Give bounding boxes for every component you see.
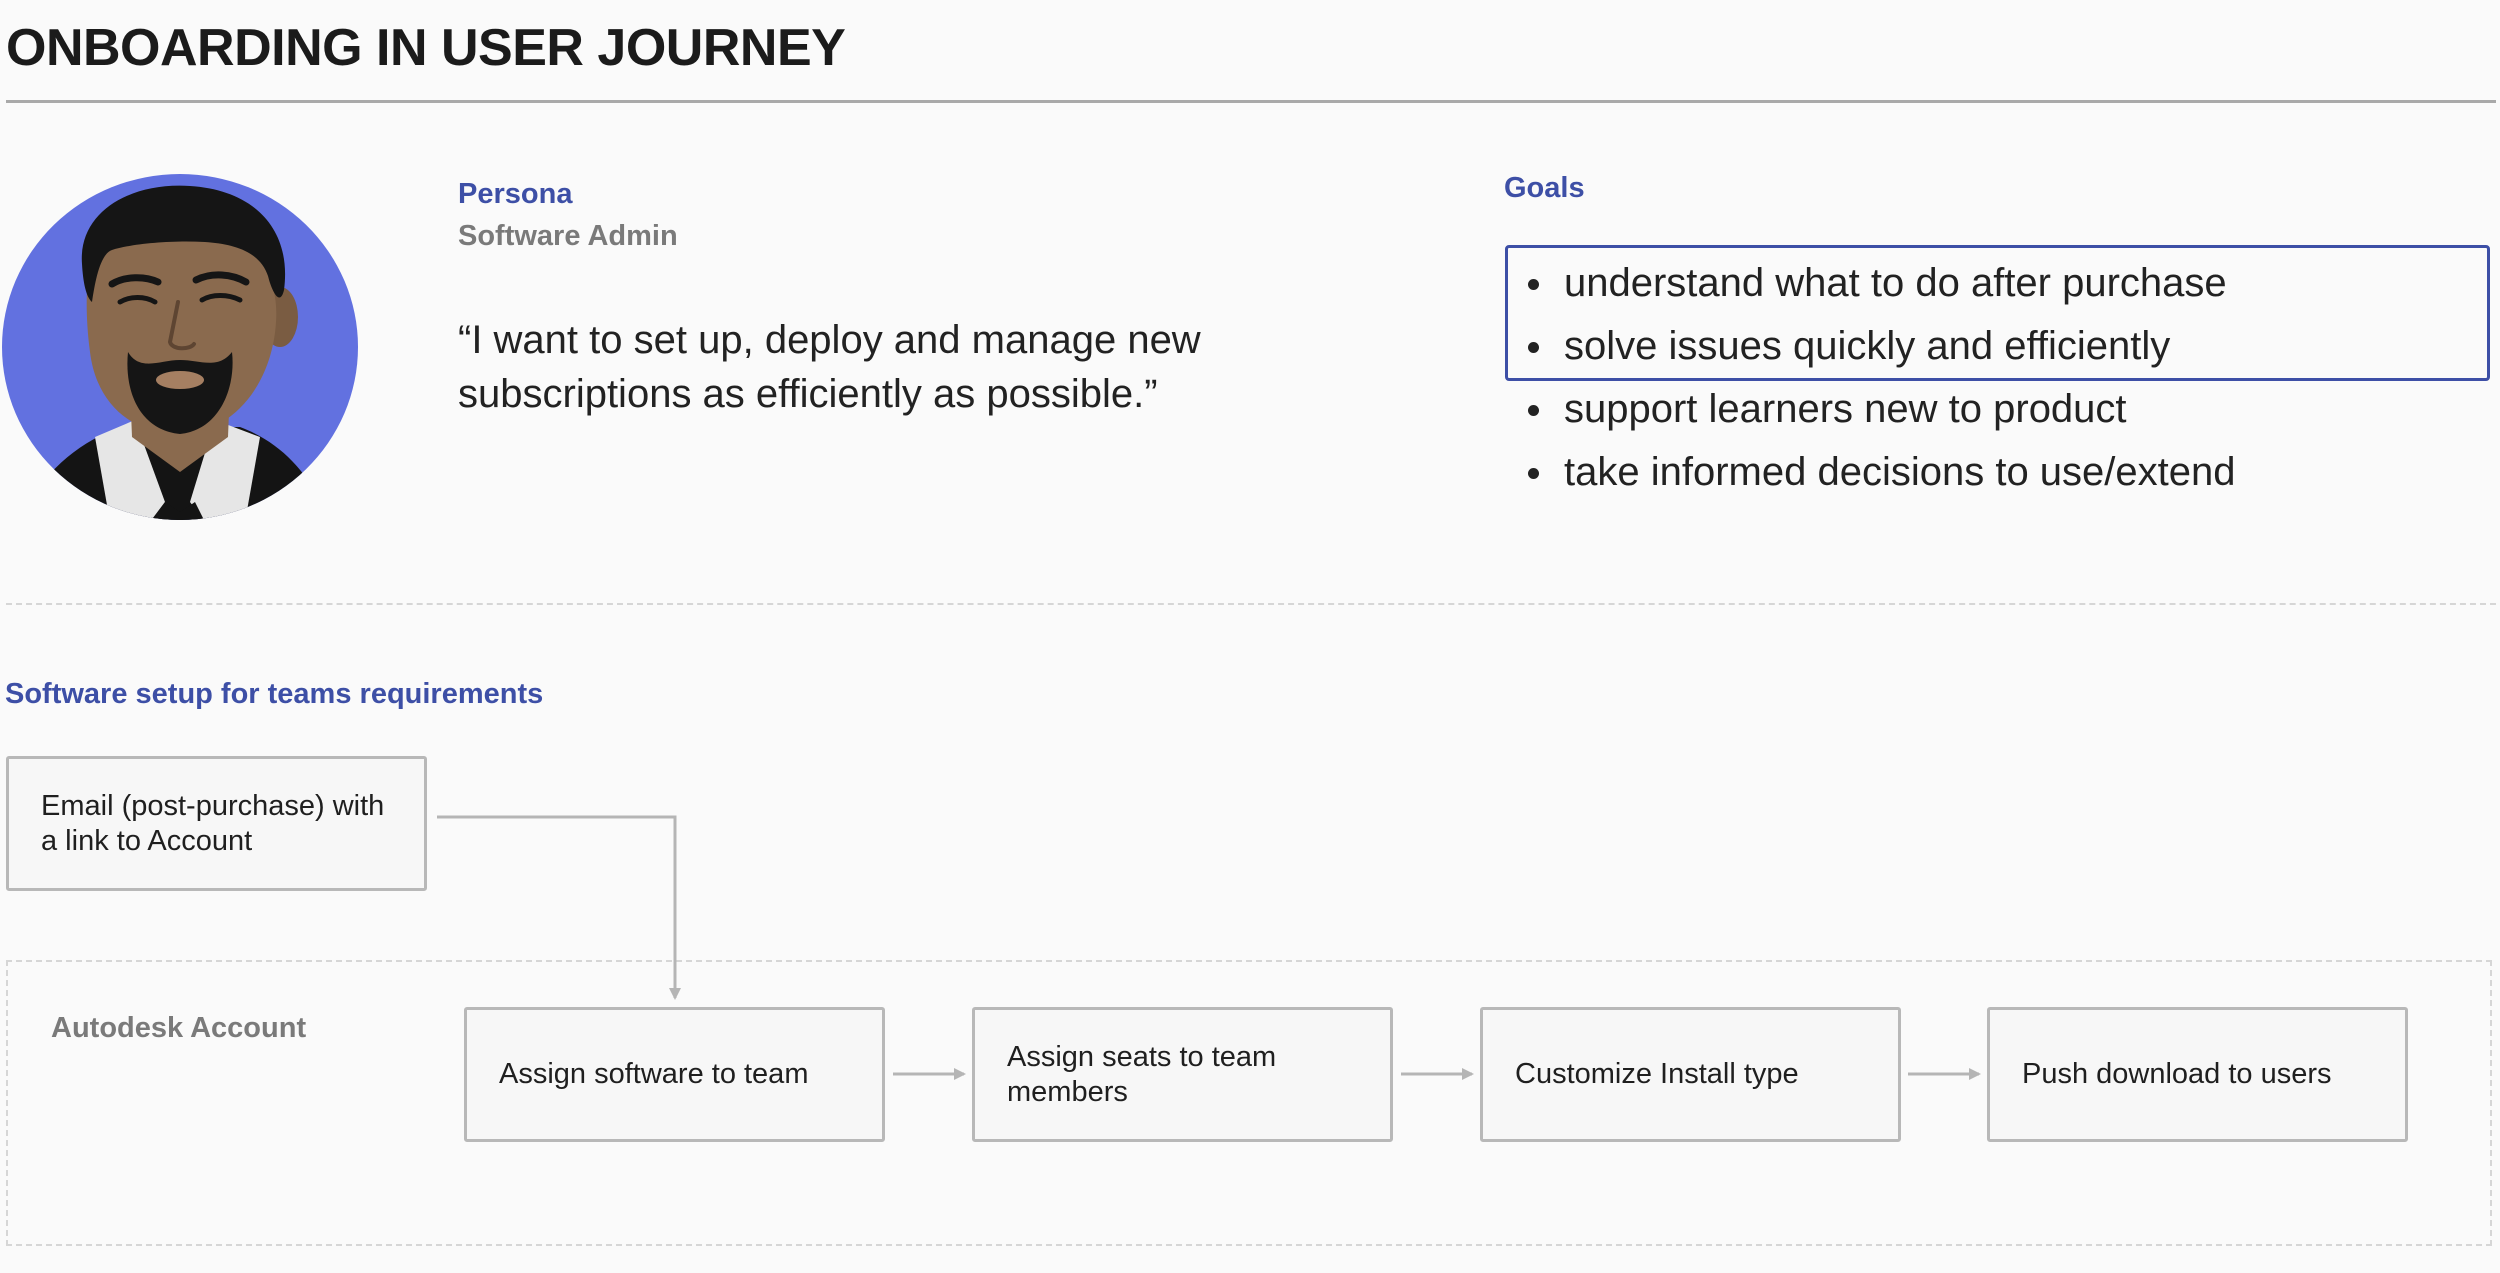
persona-avatar [2, 174, 358, 520]
bullet-icon [1528, 468, 1539, 479]
goal-text: understand what to do after purchase [1564, 261, 2227, 305]
flow-step-box: Assign seats to team members [972, 1007, 1393, 1142]
page-title: ONBOARDING IN USER JOURNEY [6, 19, 846, 77]
entry-step-box: Email (post-purchase) with a link to Acc… [6, 756, 427, 891]
flow-step-box: Push download to users [1987, 1007, 2408, 1142]
bullet-icon [1528, 405, 1539, 416]
persona-quote: “I want to set up, deploy and manage new… [458, 318, 1201, 416]
section-divider [6, 603, 2496, 605]
goal-item: solve issues quickly and efficiently [1516, 315, 2236, 378]
goal-item: understand what to do after purchase [1516, 252, 2236, 315]
flow-step-label: Customize Install type [1515, 1058, 1799, 1090]
goal-item: support learners new to product [1516, 378, 2236, 441]
persona-label: Persona [458, 178, 573, 210]
account-container [6, 960, 2492, 1246]
goal-item: take informed decisions to use/extend [1516, 441, 2236, 504]
flow-step-box: Customize Install type [1480, 1007, 1901, 1142]
bullet-icon [1528, 279, 1539, 290]
goals-list: understand what to do after purchase sol… [1516, 252, 2236, 504]
goal-text: take informed decisions to use/extend [1564, 450, 2236, 494]
account-container-label: Autodesk Account [51, 1012, 307, 1044]
flow-step-label: Assign software to team [499, 1058, 809, 1090]
title-divider [6, 100, 2496, 103]
entry-step-label: Email (post-purchase) with a link to Acc… [41, 789, 385, 857]
flow-step-box: Assign software to team [464, 1007, 885, 1142]
goal-text: support learners new to product [1564, 387, 2127, 431]
persona-role: Software Admin [458, 220, 678, 252]
goals-label: Goals [1504, 172, 1585, 204]
bullet-icon [1528, 342, 1539, 353]
goals-highlight-box [1505, 245, 2490, 381]
goal-text: solve issues quickly and efficiently [1564, 324, 2171, 368]
flow-section-label: Software setup for teams requirements [5, 678, 544, 710]
flow-step-label: Assign seats to team members [1007, 1040, 1277, 1108]
flow-step-label: Push download to users [2022, 1058, 2332, 1090]
